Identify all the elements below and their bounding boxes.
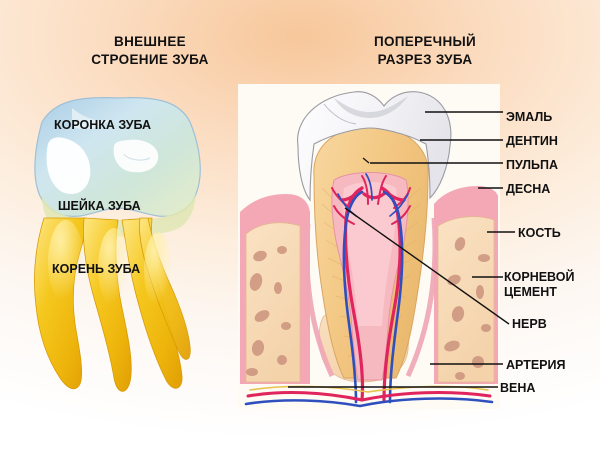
external-tooth-illustration [18,92,218,402]
label-neck: ШЕЙКА ЗУБА [58,199,141,213]
label-bone: КОСТЬ [518,226,561,240]
label-vein: ВЕНА [500,381,536,395]
label-root-cement: КОРНЕВОЙ ЦЕМЕНТ [504,270,575,299]
label-gum: ДЕСНА [506,182,551,196]
label-artery: АРТЕРИЯ [506,358,566,372]
right-diagram-title: ПОПЕРЕЧНЫЙ РАЗРЕЗ ЗУБА [373,34,477,67]
label-enamel: ЭМАЛЬ [506,110,553,124]
label-pulp: ПУЛЬПА [506,158,559,172]
left-diagram-title: ВНЕШНЕЕ СТРОЕНИЕ ЗУБА [91,34,209,67]
label-crown: КОРОНКА ЗУБА [54,118,152,132]
label-nerve: НЕРВ [512,317,547,331]
label-root: КОРЕНЬ ЗУБА [52,262,141,276]
root-shape [34,217,191,392]
enamel-shape [297,91,452,202]
label-dentin: ДЕНТИН [506,134,558,148]
cross-section-illustration [238,84,500,409]
crown-shape [34,97,201,217]
